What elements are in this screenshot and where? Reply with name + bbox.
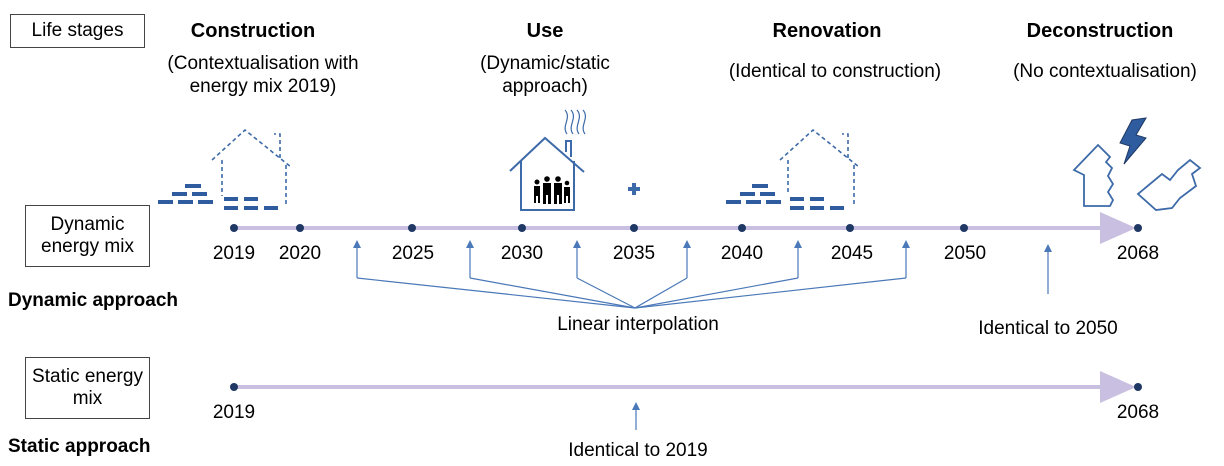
linear-interpolation-label: Linear interpolation [557, 314, 719, 335]
static-energy-mix-label: Static energy mix [32, 366, 143, 409]
dynamic-year-label: 2068 [1116, 243, 1160, 264]
static-approach-label: Static approach [8, 436, 151, 457]
dynamic-approach-label: Dynamic approach [8, 290, 178, 311]
construction-house-icon [158, 128, 292, 210]
stage-construction-subtitle: (Contextualisation with energy mix 2019) [167, 53, 359, 97]
static-year-label: 2068 [1116, 402, 1160, 423]
plus-icon [628, 183, 640, 195]
stage-deconstruction-subtitle: (No contextualisation) [1013, 61, 1197, 82]
dynamic-year-label: 2025 [391, 243, 435, 264]
dynamic-year-label: 2019 [212, 243, 256, 264]
interpolation-arrowheads [353, 240, 910, 248]
identical-to-2050-label: Identical to 2050 [978, 318, 1118, 339]
stage-renovation-title: Renovation [772, 20, 882, 42]
dynamic-year-label: 2045 [830, 243, 874, 264]
identical-2050-arrow [1044, 244, 1052, 294]
deconstruction-house-icon [1072, 117, 1202, 211]
stage-construction-title: Construction [190, 20, 316, 42]
stage-deconstruction-title: Deconstruction [1026, 20, 1174, 42]
use-house-icon [509, 109, 587, 211]
dynamic-year-label: 2035 [612, 243, 656, 264]
dynamic-year-label: 2020 [278, 243, 322, 264]
life-stages-label: Life stages [31, 20, 124, 41]
static-energy-mix-box: Static energy mix [25, 357, 150, 419]
dynamic-year-dots [230, 224, 1142, 232]
dynamic-year-label: 2030 [500, 243, 544, 264]
identical-to-2019-label: Identical to 2019 [568, 440, 708, 461]
dynamic-year-label: 2050 [943, 243, 987, 264]
static-year-label: 2019 [212, 402, 256, 423]
stage-use-subtitle: (Dynamic/static approach) [480, 53, 610, 97]
identical-2019-arrow [632, 402, 640, 430]
dynamic-energy-mix-label: Dynamic energy mix [41, 214, 134, 257]
stage-renovation-subtitle: (Identical to construction) [728, 61, 942, 82]
dynamic-energy-mix-box: Dynamic energy mix [25, 205, 150, 267]
interpolation-lines [356, 246, 907, 309]
static-year-dots [230, 383, 1142, 391]
stage-use-title: Use [526, 20, 564, 42]
renovation-house-icon [726, 128, 860, 210]
dynamic-year-label: 2040 [720, 243, 764, 264]
life-stages-box: Life stages [10, 14, 145, 48]
